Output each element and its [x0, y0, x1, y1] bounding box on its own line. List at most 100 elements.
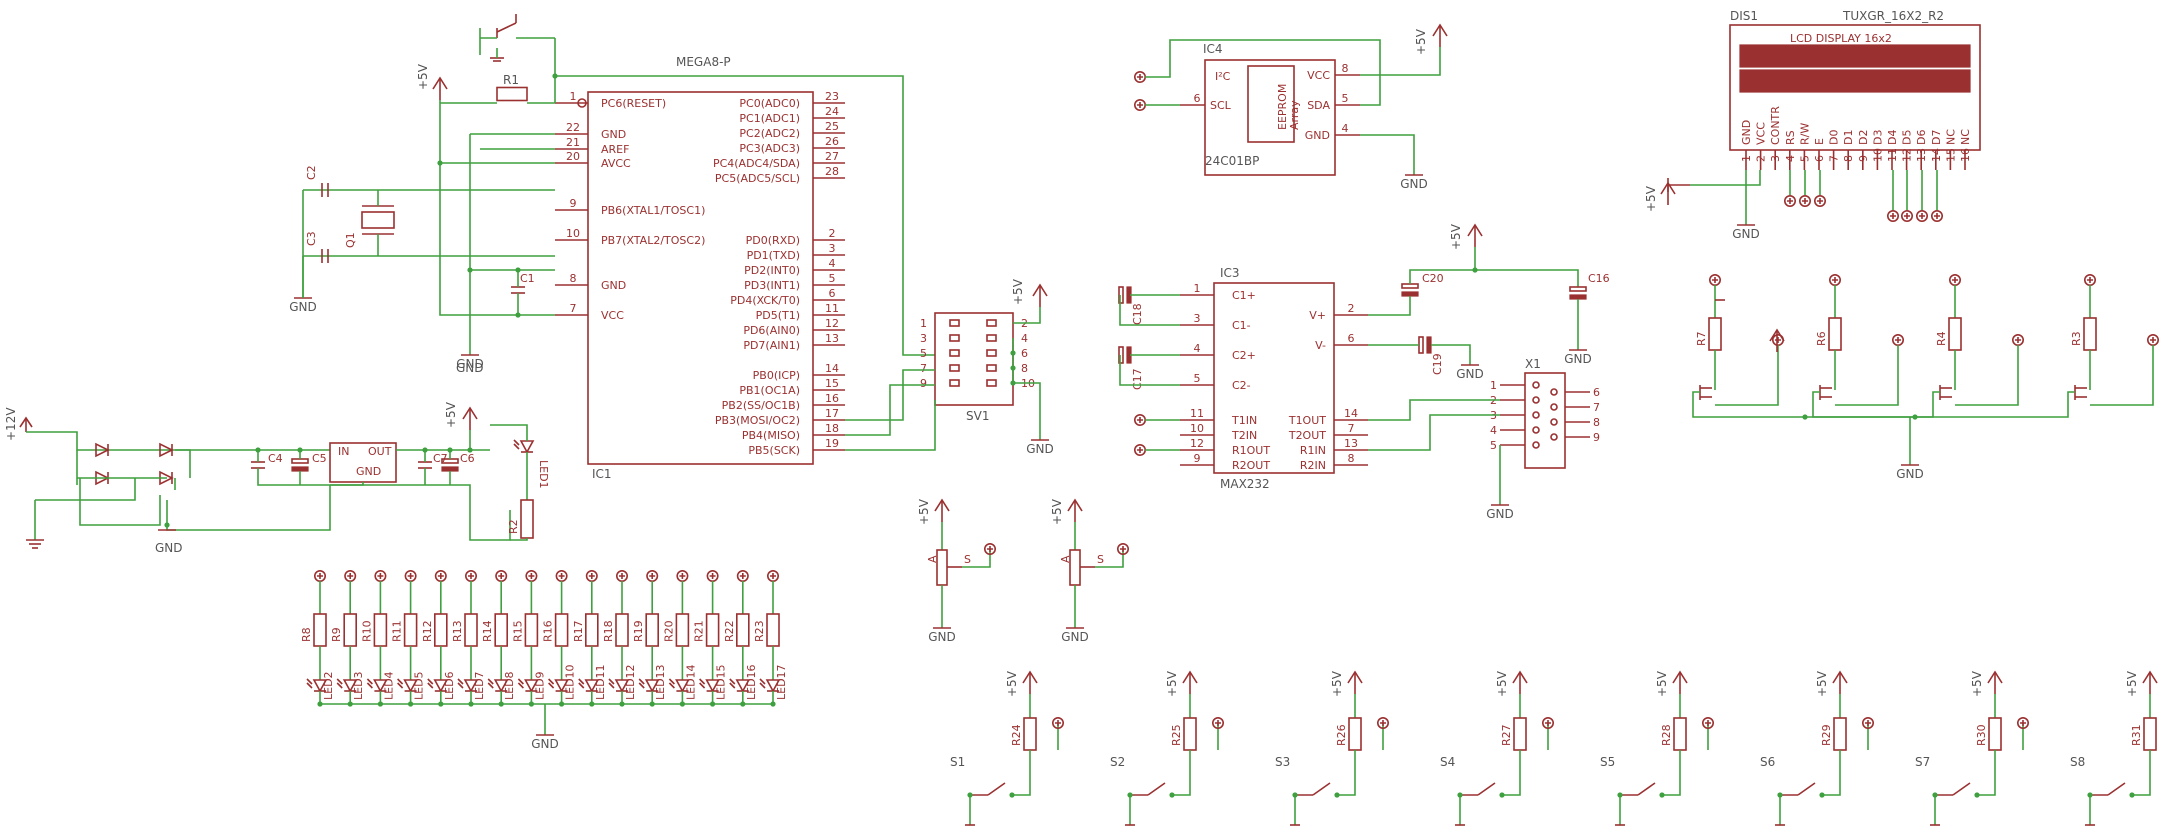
test-point-cross — [987, 546, 993, 552]
led-ray — [366, 678, 373, 685]
led-label: LED3 — [352, 671, 365, 700]
switch — [1952, 782, 1971, 796]
gnd-label: GND — [1400, 177, 1428, 191]
pin-name: PB6(XTAL1/TOSC1) — [601, 204, 705, 217]
switch-label: S7 — [1915, 755, 1930, 769]
led-ray — [608, 682, 615, 689]
wire — [1368, 399, 1500, 421]
test-point-cross — [377, 573, 384, 579]
resistor-label: R7 — [1695, 331, 1708, 346]
pin-name: VCC — [1307, 69, 1330, 82]
electrolytic-cap — [1118, 286, 1124, 304]
pin-number: 9 — [920, 377, 927, 390]
pin-number: 13 — [1915, 148, 1928, 162]
switch-label: S2 — [1110, 755, 1125, 769]
c19-label: C19 — [1431, 353, 1444, 375]
switch — [1147, 782, 1166, 796]
wire — [1910, 391, 2075, 418]
junction-dot — [467, 267, 473, 273]
pin-name: T2IN — [1231, 429, 1257, 442]
pin-number: 11 — [825, 302, 839, 315]
test-point-cross — [407, 573, 414, 579]
pin-name: PB1(OC1A) — [739, 384, 800, 397]
junction-dot — [1127, 792, 1133, 798]
pin-number: 6 — [1194, 92, 1201, 105]
test-point-cross — [437, 573, 444, 579]
switch — [1312, 782, 1331, 796]
led-ray — [638, 682, 645, 689]
pin-name: D7 — [1930, 130, 1943, 145]
pin-number: 7 — [1828, 155, 1841, 162]
test-point-cross — [1120, 546, 1126, 552]
led-ray — [306, 682, 313, 689]
pin-number: 15 — [825, 377, 839, 390]
pin-number: 2 — [1348, 302, 1355, 315]
transistor-resistor — [2083, 317, 2097, 351]
resistor-label: R14 — [481, 620, 494, 642]
pin-name: V- — [1315, 339, 1326, 352]
led-label: LED2 — [322, 671, 335, 700]
supply-label: +5V — [2125, 670, 2139, 697]
junction-dot — [437, 160, 443, 166]
junction-dot — [967, 792, 973, 798]
pin-name: PD3(INT1) — [744, 279, 800, 292]
pin-name: AVCC — [601, 157, 631, 170]
switch-label: S1 — [950, 755, 965, 769]
pin-number: 24 — [825, 105, 839, 118]
test-point-cross — [770, 573, 776, 579]
pin-number: 5 — [1490, 439, 1497, 452]
wire — [555, 75, 935, 356]
gnd-label: GND — [1896, 467, 1924, 481]
wire — [1409, 269, 1475, 284]
test-point-cross — [347, 573, 354, 579]
junction-dot — [1819, 792, 1825, 798]
pin-number: 4 — [1021, 332, 1028, 345]
pin-number: 6 — [829, 287, 836, 300]
switch-label: S8 — [2070, 755, 2085, 769]
test-point — [1916, 210, 1929, 223]
pin-name: D0 — [1828, 130, 1841, 145]
pin-number: 2 — [1755, 155, 1768, 162]
led-ray — [427, 678, 434, 685]
r1-label: R1 — [503, 73, 519, 87]
electrolytic-cap — [1118, 346, 1124, 364]
switch-resistor — [1833, 717, 1847, 751]
pin-number: 23 — [825, 90, 839, 103]
led-ray — [638, 678, 645, 685]
test-point-cross — [1215, 720, 1221, 726]
supply-label: +5V — [1644, 185, 1658, 212]
pin-number: 8 — [1021, 362, 1028, 375]
switch-resistor — [1183, 717, 1197, 751]
pin-number: 6 — [1813, 155, 1826, 162]
test-point — [983, 542, 996, 555]
test-point — [1377, 716, 1390, 729]
pin-number: 3 — [1769, 155, 1782, 162]
test-point — [1799, 195, 1812, 208]
gnd-label: GND — [928, 630, 956, 644]
test-point-cross — [1137, 417, 1143, 423]
gnd-label: GND — [456, 361, 484, 375]
wire — [962, 549, 991, 568]
lcd-screen-row — [1739, 69, 1971, 93]
supply-label: +5V — [1050, 498, 1064, 525]
c16-label: C16 — [1588, 272, 1610, 285]
ic1-body — [587, 91, 814, 465]
resistor-label: R10 — [360, 620, 373, 642]
pot-a: A — [1059, 555, 1072, 563]
pin-number: 3 — [920, 332, 927, 345]
pin-name: VCC — [601, 309, 624, 322]
led-label: LED11 — [594, 664, 607, 700]
db9-pin — [1532, 411, 1540, 419]
pin-number: 1 — [1194, 282, 1201, 295]
wire — [1119, 355, 1180, 386]
pin-number: 16 — [1959, 148, 1972, 162]
resistor-label: R25 — [1170, 724, 1183, 746]
pin-number: 4 — [1194, 342, 1201, 355]
test-point-cross — [528, 573, 535, 579]
switch — [496, 22, 517, 33]
led-icon — [463, 679, 479, 693]
sv1-pin — [986, 364, 997, 372]
gnd-label: GND — [1732, 227, 1760, 241]
pin-number: 4 — [829, 257, 836, 270]
